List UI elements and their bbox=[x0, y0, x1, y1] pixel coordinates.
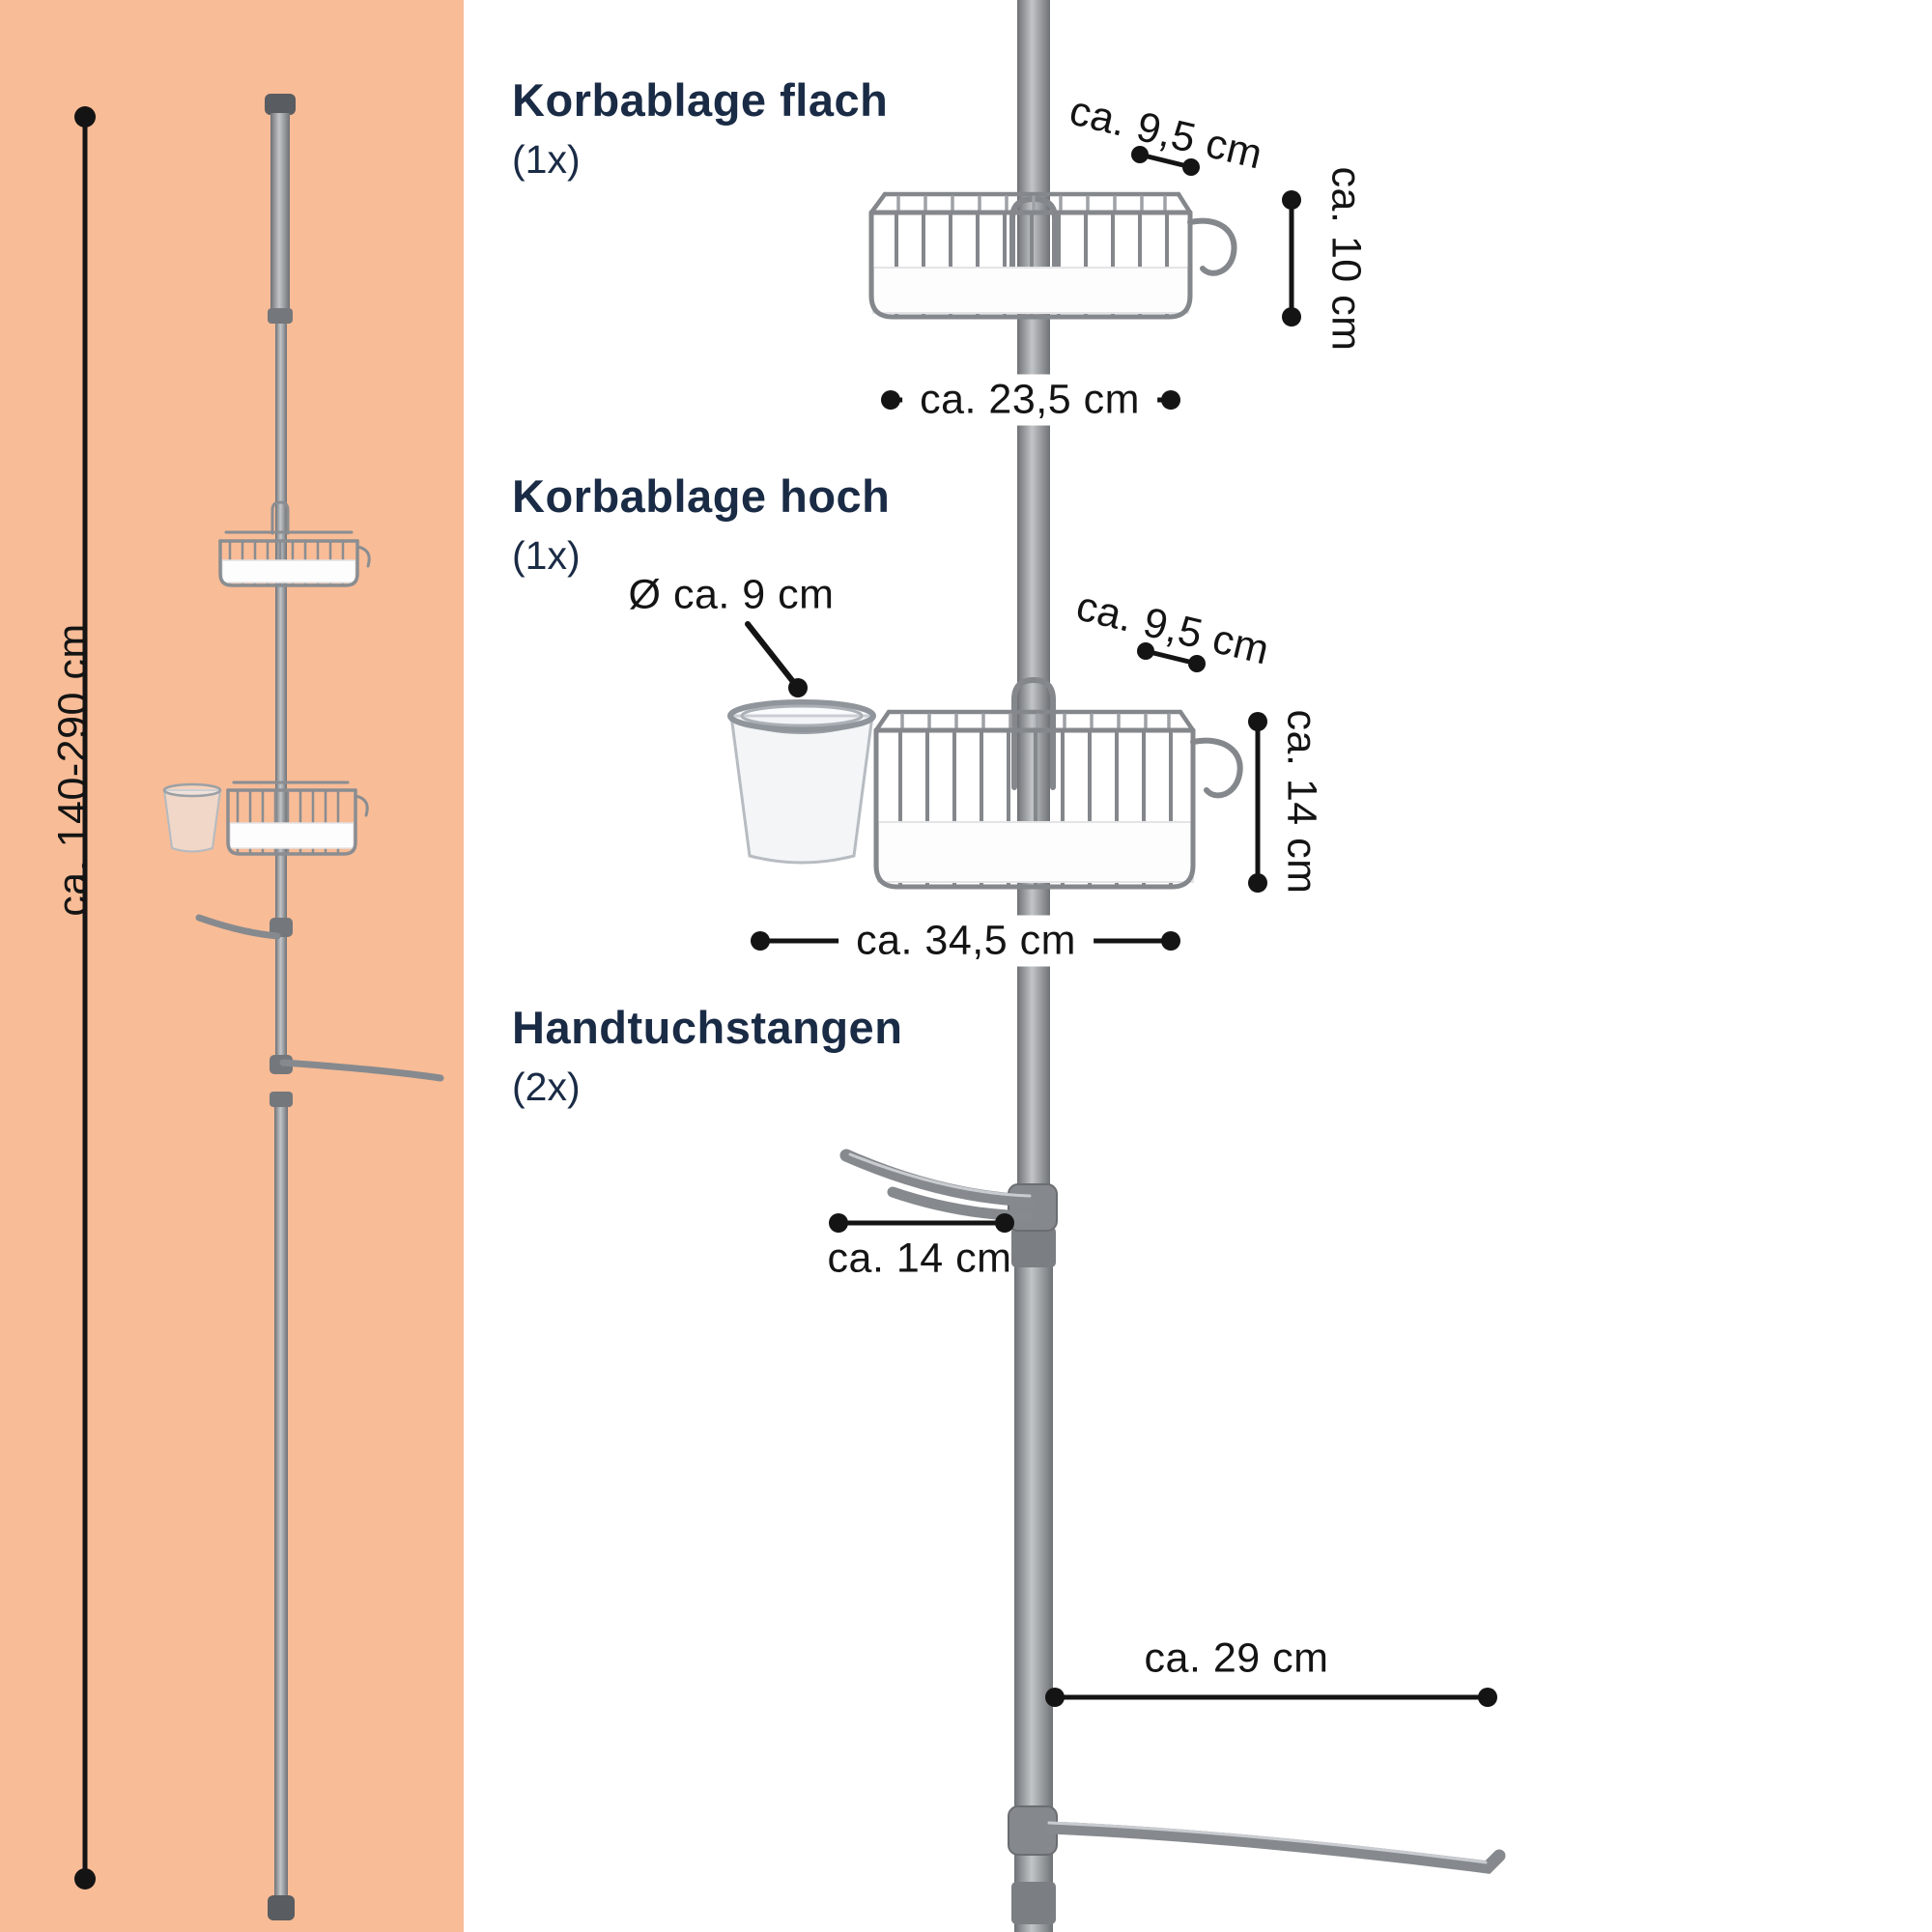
dim-cup-diameter-leader bbox=[745, 621, 808, 697]
left-panel-background bbox=[0, 0, 464, 1932]
dim-label-flat-basket-width: ca. 23,5 cm bbox=[902, 374, 1157, 426]
section-count-flat-basket: (1x) bbox=[512, 137, 581, 182]
detail-towel-bar-bottom bbox=[1008, 1805, 1506, 1874]
dim-flat-basket-depth bbox=[1131, 146, 1200, 176]
detail-flat-basket bbox=[868, 191, 1237, 320]
overview-height-dimension-line bbox=[74, 106, 96, 1889]
dim-label-tall-basket-width: ca. 34,5 cm bbox=[838, 915, 1094, 967]
dim-label-flat-basket-height: ca. 10 cm bbox=[1322, 166, 1370, 352]
dim-label-towel-bar-short: ca. 14 cm bbox=[827, 1235, 1012, 1282]
dim-label-towel-bar-long: ca. 29 cm bbox=[1144, 1634, 1329, 1682]
section-title-towel-bars: Handtuchstangen bbox=[512, 1002, 903, 1053]
dim-tall-basket-depth bbox=[1137, 642, 1206, 672]
dim-tall-basket-height bbox=[1248, 712, 1267, 893]
detail-towel-bar-middle bbox=[839, 1149, 1058, 1232]
dim-flat-basket-height bbox=[1282, 190, 1301, 327]
section-count-towel-bars: (2x) bbox=[512, 1065, 581, 1109]
dimension-annotations bbox=[745, 146, 1497, 1707]
dim-label-tall-basket-height: ca. 14 cm bbox=[1278, 709, 1325, 895]
section-count-tall-basket: (1x) bbox=[512, 533, 581, 578]
dim-towel-bar-long bbox=[1045, 1688, 1497, 1707]
detail-tall-basket bbox=[873, 676, 1243, 890]
section-title-tall-basket: Korbablage hoch bbox=[512, 470, 891, 522]
overview-product-illustration bbox=[162, 94, 444, 1920]
section-title-flat-basket: Korbablage flach bbox=[512, 74, 889, 126]
detail-cup bbox=[727, 699, 876, 865]
dim-label-height-range: ca. 140-290 cm bbox=[49, 623, 97, 917]
dim-label-cup-diameter: Ø ca. 9 cm bbox=[628, 571, 835, 618]
dim-towel-bar-short bbox=[829, 1213, 1014, 1233]
